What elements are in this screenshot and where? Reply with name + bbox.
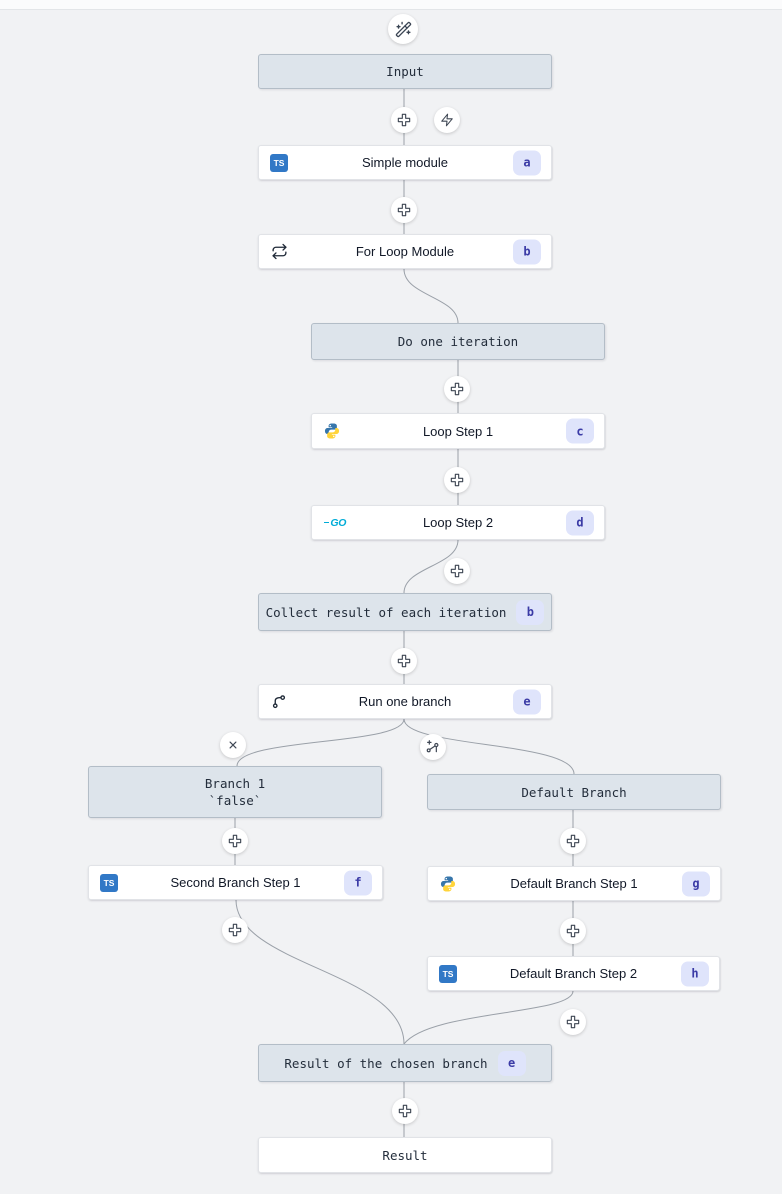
go-icon: GO (323, 514, 347, 532)
node-result-of-chosen-branch-label: Result of the chosen branch (284, 1055, 488, 1071)
plus-cross-icon (565, 923, 581, 939)
plus-cross-icon (227, 833, 243, 849)
insert-step-button[interactable] (444, 376, 470, 402)
zap-icon (440, 113, 454, 127)
git-branch-icon (270, 693, 288, 711)
plus-cross-icon (227, 922, 243, 938)
branch-plus-icon (425, 739, 441, 755)
plus-cross-icon (397, 1103, 413, 1119)
insert-step-button[interactable] (391, 107, 417, 133)
ai-flow-builder-button[interactable] (388, 14, 418, 44)
node-for-loop-module-label: For Loop Module (355, 244, 455, 259)
insert-step-button[interactable] (444, 558, 470, 584)
typescript-icon: TS (100, 873, 118, 892)
plus-cross-icon (449, 472, 465, 488)
node-loop-step-2[interactable]: GO Loop Step 2 d (311, 505, 605, 540)
step-id-badge-a: a (513, 150, 541, 175)
add-branch-button[interactable] (420, 734, 446, 760)
plus-cross-icon (396, 653, 412, 669)
python-icon (439, 875, 457, 893)
plus-cross-icon (396, 112, 412, 128)
node-default-branch-step-2-label: Default Branch Step 2 (509, 966, 638, 981)
node-input[interactable]: Input (258, 54, 552, 89)
node-default-branch[interactable]: Default Branch (427, 774, 721, 810)
insert-step-button[interactable] (560, 1009, 586, 1035)
typescript-icon: TS (270, 153, 288, 172)
plus-cross-icon (396, 202, 412, 218)
node-result-of-chosen-branch[interactable]: Result of the chosen branch e (258, 1044, 552, 1082)
node-run-one-branch-label: Run one branch (358, 694, 452, 709)
node-run-one-branch[interactable]: Run one branch e (258, 684, 552, 719)
node-default-branch-label: Default Branch (521, 784, 627, 800)
node-input-label: Input (386, 64, 424, 79)
step-id-badge-b: b (513, 239, 541, 264)
step-id-badge-f: f (344, 870, 372, 895)
node-branch-1-label: Branch 1 (204, 776, 266, 791)
insert-step-button[interactable] (222, 917, 248, 943)
insert-step-button[interactable] (560, 828, 586, 854)
node-collect-result[interactable]: Collect result of each iteration b (258, 593, 552, 631)
insert-step-button[interactable] (444, 467, 470, 493)
node-do-one-iteration-label: Do one iteration (397, 334, 519, 349)
insert-step-button[interactable] (392, 1098, 418, 1124)
add-trigger-button[interactable] (434, 107, 460, 133)
insert-step-button[interactable] (391, 197, 417, 223)
step-id-badge-e: e (513, 689, 541, 714)
plus-cross-icon (565, 1014, 581, 1030)
x-icon (226, 738, 240, 752)
plus-cross-icon (565, 833, 581, 849)
insert-step-button[interactable] (391, 648, 417, 674)
node-default-branch-step-2[interactable]: TS Default Branch Step 2 h (427, 956, 720, 991)
wand-sparkles-icon (395, 21, 412, 38)
node-result[interactable]: Result (258, 1137, 552, 1173)
node-second-branch-step-1-label: Second Branch Step 1 (170, 875, 301, 890)
node-for-loop-module[interactable]: For Loop Module b (258, 234, 552, 269)
node-simple-module[interactable]: TS Simple module a (258, 145, 552, 180)
plus-cross-icon (449, 563, 465, 579)
node-do-one-iteration[interactable]: Do one iteration (311, 323, 605, 360)
node-branch-1-expression: `false` (208, 793, 262, 808)
node-result-label: Result (382, 1147, 428, 1163)
node-simple-module-label: Simple module (362, 155, 448, 170)
step-id-badge-b: b (516, 599, 545, 625)
typescript-icon: TS (439, 964, 457, 983)
node-loop-step-1[interactable]: Loop Step 1 c (311, 413, 605, 449)
step-id-badge-h: h (681, 961, 709, 986)
node-default-branch-step-1-label: Default Branch Step 1 (510, 876, 638, 891)
plus-cross-icon (449, 381, 465, 397)
top-toolbar-edge (0, 0, 782, 10)
python-icon (323, 422, 341, 440)
step-id-badge-e: e (497, 1050, 526, 1076)
insert-step-button[interactable] (560, 918, 586, 944)
node-loop-step-1-label: Loop Step 1 (422, 423, 494, 439)
step-id-badge-g: g (682, 871, 710, 896)
remove-branch-button[interactable] (220, 732, 246, 758)
node-branch-1[interactable]: Branch 1 `false` (88, 766, 382, 818)
step-id-badge-d: d (566, 510, 594, 535)
insert-step-button[interactable] (222, 828, 248, 854)
node-default-branch-step-1[interactable]: Default Branch Step 1 g (427, 866, 721, 901)
step-id-badge-c: c (566, 418, 594, 444)
node-second-branch-step-1[interactable]: TS Second Branch Step 1 f (88, 865, 383, 900)
node-collect-result-label: Collect result of each iteration (265, 604, 507, 620)
node-loop-step-2-label: Loop Step 2 (422, 515, 494, 530)
repeat-icon (270, 243, 288, 261)
